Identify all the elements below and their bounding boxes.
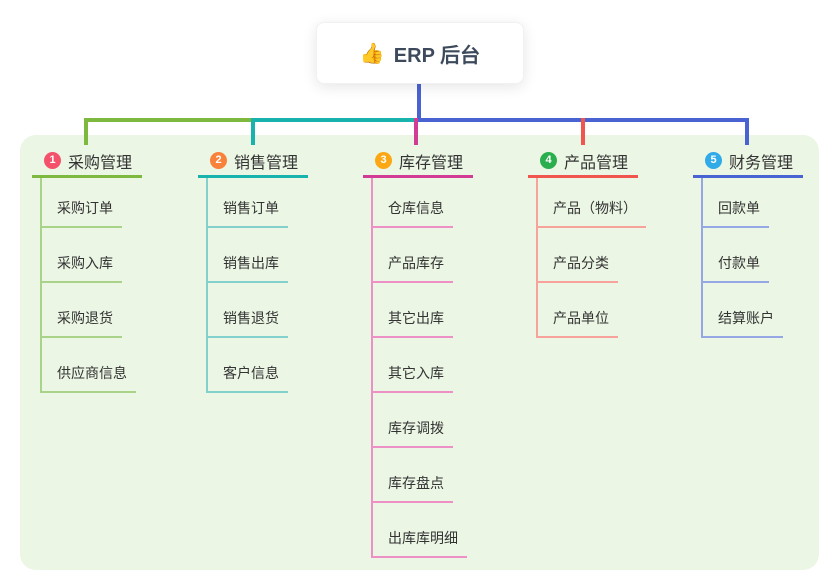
root-title: ERP 后台 [393,44,481,67]
branch-sales: 2 销售管理 销售订单 销售出库 销售退货 客户信息 [198,146,308,393]
branch-title: 产品管理 [564,154,629,172]
node-item[interactable]: 付款单 [703,228,803,283]
branch-title: 财务管理 [729,154,794,172]
branch-items: 回款单 付款单 结算账户 [701,178,803,338]
node-item-label: 产品分类 [538,253,618,283]
node-item-label: 其它入库 [373,363,453,393]
badge-3: 3 [375,152,392,169]
node-item-label: 销售出库 [208,253,288,283]
branch-title: 库存管理 [399,154,464,172]
node-item[interactable]: 其它入库 [373,338,473,393]
node-item-label: 出库库明细 [373,528,467,558]
node-item[interactable]: 采购退货 [42,283,142,338]
node-item[interactable]: 供应商信息 [42,338,142,393]
node-item-label: 供应商信息 [42,363,136,393]
node-item[interactable]: 结算账户 [703,283,803,338]
badge-2: 2 [210,152,227,169]
node-item[interactable]: 库存盘点 [373,448,473,503]
node-item[interactable]: 其它出库 [373,283,473,338]
badge-5: 5 [705,152,722,169]
node-item[interactable]: 产品单位 [538,283,638,338]
node-item-label: 采购入库 [42,253,122,283]
node-item-label: 产品（物料） [538,198,646,228]
node-item-label: 付款单 [703,253,769,283]
node-item[interactable]: 产品（物料） [538,178,646,228]
node-item[interactable]: 库存调拨 [373,393,473,448]
branch-header-inventory[interactable]: 3 库存管理 [363,146,473,178]
branches-panel [20,135,819,570]
branch-purchase: 1 采购管理 采购订单 采购入库 采购退货 供应商信息 [32,146,142,393]
node-item-label: 销售退货 [208,308,288,338]
branch-header-product[interactable]: 4 产品管理 [528,146,638,178]
node-item[interactable]: 采购订单 [42,178,142,228]
node-item-label: 销售订单 [208,198,288,228]
drop-line-purchase [84,118,88,145]
badge-1: 1 [44,152,61,169]
branch-items: 仓库信息 产品库存 其它出库 其它入库 库存调拨 库存盘点 出库库明细 [371,178,473,558]
node-item-label: 产品单位 [538,308,618,338]
branch-title: 采购管理 [68,154,133,172]
node-item-label: 结算账户 [703,308,783,338]
node-item-label: 采购退货 [42,308,122,338]
node-item-label: 库存盘点 [373,473,453,503]
node-item-label: 采购订单 [42,198,122,228]
bus-segment-purchase [84,118,254,122]
branch-title: 销售管理 [234,154,299,172]
drop-line-finance [745,118,749,145]
branch-product: 4 产品管理 产品（物料） 产品分类 产品单位 [528,146,646,338]
branch-items: 销售订单 销售出库 销售退货 客户信息 [206,178,308,393]
node-item[interactable]: 销售订单 [208,178,308,228]
node-item[interactable]: 产品库存 [373,228,473,283]
node-item[interactable]: 出库库明细 [373,503,473,558]
node-item[interactable]: 客户信息 [208,338,308,393]
thumbs-up-icon: 👍 [359,42,385,65]
node-item-label: 仓库信息 [373,198,453,228]
root-stem-line [417,82,421,120]
branch-items: 产品（物料） 产品分类 产品单位 [536,178,646,338]
node-item[interactable]: 产品分类 [538,228,638,283]
node-item[interactable]: 销售出库 [208,228,308,283]
node-item-label: 库存调拨 [373,418,453,448]
bus-segment-sales [254,118,417,122]
branch-finance: 5 财务管理 回款单 付款单 结算账户 [693,146,803,338]
node-item[interactable]: 采购入库 [42,228,142,283]
branch-items: 采购订单 采购入库 采购退货 供应商信息 [40,178,142,393]
branch-header-purchase[interactable]: 1 采购管理 [32,146,142,178]
node-item[interactable]: 回款单 [703,178,803,228]
badge-4: 4 [540,152,557,169]
node-item-label: 其它出库 [373,308,453,338]
node-item-label: 回款单 [703,198,769,228]
branch-header-finance[interactable]: 5 财务管理 [693,146,803,178]
node-item[interactable]: 销售退货 [208,283,308,338]
node-item-label: 客户信息 [208,363,288,393]
root-node-erp[interactable]: 👍 ERP 后台 [316,22,524,84]
branch-inventory: 3 库存管理 仓库信息 产品库存 其它出库 其它入库 库存调拨 库存盘点 出库库… [363,146,473,558]
node-item-label: 产品库存 [373,253,453,283]
drop-line-product [581,118,585,145]
node-item[interactable]: 仓库信息 [373,178,473,228]
drop-line-sales [251,118,255,145]
drop-line-inventory [414,118,418,145]
branch-header-sales[interactable]: 2 销售管理 [198,146,308,178]
